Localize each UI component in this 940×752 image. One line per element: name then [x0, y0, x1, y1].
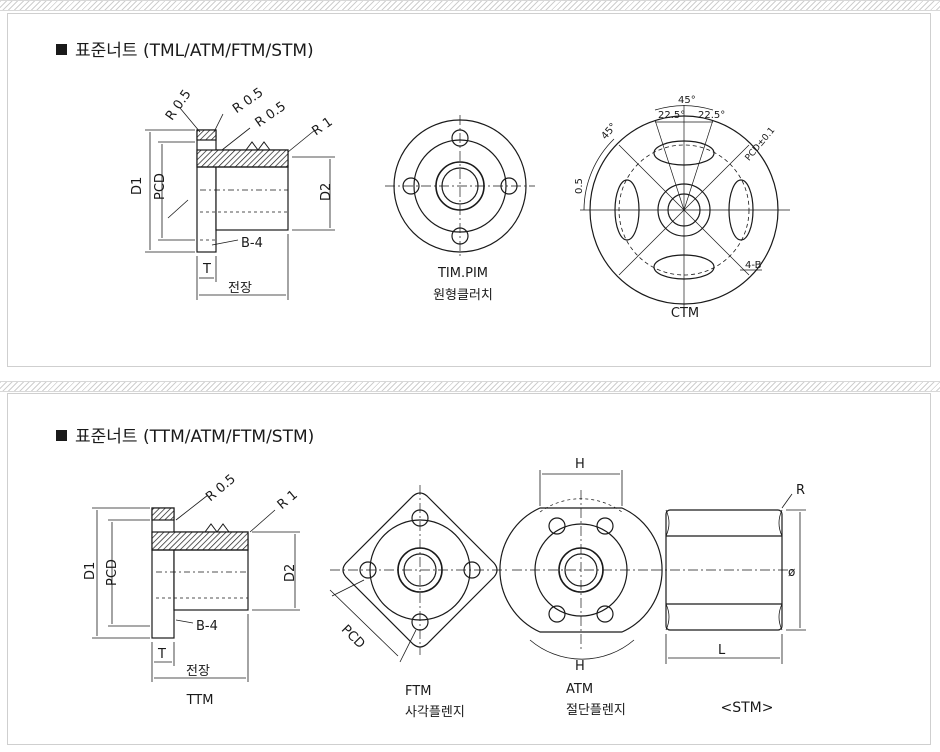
ttm-length-label: 전장 — [186, 664, 210, 679]
side-length-label: 전장 — [228, 281, 252, 296]
atm-drawing — [499, 470, 663, 660]
ctm-hole-label: 4-B — [745, 260, 762, 271]
tim-pim-drawing — [385, 115, 535, 258]
ftm-drawing — [329, 485, 510, 663]
ttm-d2-label: D2 — [283, 564, 298, 582]
ctm-angle-225-left: 22.5° — [658, 110, 685, 121]
middle-hatch-bar — [0, 381, 940, 392]
ttm-b4-label: B-4 — [196, 619, 218, 634]
stm-phi-label: ø — [788, 565, 795, 579]
ctm-drawing — [580, 105, 790, 312]
stm-caption: <STM> — [720, 700, 774, 716]
side-view-drawing — [145, 107, 335, 300]
ftm-caption-2: 사각플렌지 — [405, 705, 465, 720]
ctm-pcd-label: PCD±0.1 — [744, 126, 778, 163]
atm-caption-2: 절단플렌지 — [566, 703, 626, 718]
top-hatch-bar — [0, 0, 940, 11]
tim-pim-caption-1: TIM.PIM — [437, 266, 488, 281]
side-r05-label-1: R 0.5 — [163, 87, 195, 123]
section-2-heading-text: 표준너트 (TTM/ATM/FTM/STM) — [75, 427, 315, 447]
side-t-label: T — [202, 262, 211, 277]
stm-r-label: R — [796, 483, 805, 498]
section-2-heading: 표준너트 (TTM/ATM/FTM/STM) — [56, 422, 314, 447]
ctm-05-label: 0.5 — [574, 178, 585, 194]
stm-drawing — [652, 493, 806, 664]
side-r1-label: R 1 — [309, 115, 335, 140]
ttm-drawing — [92, 494, 300, 682]
side-d1-label: D1 — [130, 177, 145, 195]
ttm-pcd-label: PCD — [105, 559, 120, 586]
section-1-panel — [7, 13, 931, 367]
ftm-caption-1: FTM — [405, 684, 432, 699]
ctm-angle-45-left: 45° — [599, 121, 619, 142]
ttm-r05-label: R 0.5 — [203, 472, 239, 505]
atm-caption-1: ATM — [566, 682, 594, 697]
ctm-angle-225-right: 22.5° — [698, 110, 725, 121]
section-2-drawings: R 0.5 R 1 D1 PCD D2 B-4 T 전장 PCD H H R ø… — [83, 457, 806, 682]
side-pcd-label: PCD — [153, 173, 168, 200]
section-1-heading: 표준너트 (TML/ATM/FTM/STM) — [56, 36, 314, 61]
square-bullet-icon — [56, 44, 67, 55]
side-r05-label-3: R 0.5 — [253, 99, 289, 131]
section-1-drawings: R 0.5 R 0.5 R 0.5 R 1 D1 PCD D2 B-4 T 전장… — [130, 85, 790, 312]
ttm-t-label: T — [157, 647, 166, 662]
side-d2-label: D2 — [319, 183, 334, 201]
ctm-angle-45-top: 45° — [678, 95, 696, 106]
ttm-caption: TTM — [186, 693, 214, 708]
ttm-r1-label: R 1 — [275, 488, 301, 513]
section-1-heading-text: 표준너트 (TML/ATM/FTM/STM) — [75, 41, 314, 61]
tim-pim-caption-2: 원형클러치 — [433, 288, 493, 303]
ttm-d1-label: D1 — [83, 562, 98, 580]
atm-h-label-top: H — [575, 457, 585, 472]
stm-l-label: L — [718, 643, 726, 658]
ctm-caption: CTM — [670, 306, 700, 321]
ftm-pcd-label: PCD — [338, 622, 368, 652]
square-bullet-icon — [56, 430, 67, 441]
side-b4-label: B-4 — [241, 236, 263, 251]
atm-h-label-bottom: H — [575, 659, 585, 674]
